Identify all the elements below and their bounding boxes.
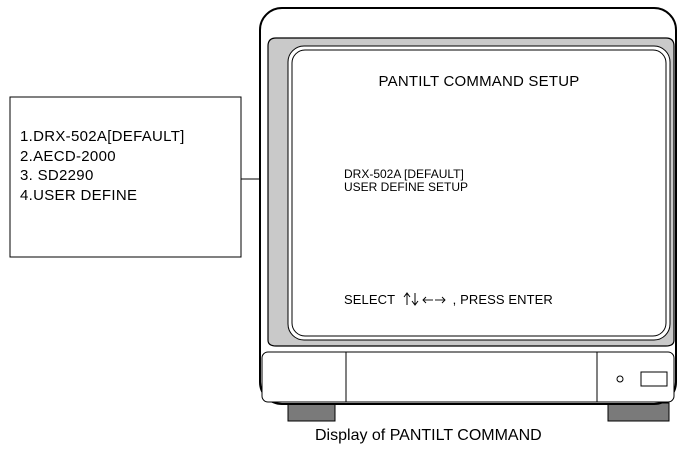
monitor-foot-right bbox=[607, 402, 670, 422]
option-item: 1.DRX-502A[DEFAULT] bbox=[20, 128, 185, 145]
arrow-right-icon bbox=[434, 296, 446, 304]
figure-caption: Display of PANTILT COMMAND bbox=[315, 427, 542, 444]
option-item: 3. SD2290 bbox=[20, 167, 94, 184]
footer-select-label: SELECT bbox=[344, 292, 395, 307]
power-indicator-icon bbox=[616, 375, 624, 383]
option-item: 4.USER DEFINE bbox=[20, 186, 138, 204]
arrow-up-icon bbox=[403, 292, 411, 305]
arrow-down-icon bbox=[411, 293, 419, 306]
arrow-left-icon bbox=[422, 296, 433, 304]
screen-title: PANTILT COMMAND SETUP bbox=[378, 73, 580, 90]
option-item: 2.AECD-2000 bbox=[20, 147, 116, 165]
screen-menu-line: DRX-502A [DEFAULT] bbox=[344, 167, 464, 181]
control-panel bbox=[261, 351, 675, 403]
monitor-foot-left bbox=[287, 402, 336, 422]
screen-footer: SELECT , PRESS ENTER bbox=[344, 291, 553, 307]
footer-press-enter-label: , PRESS ENTER bbox=[452, 292, 553, 307]
options-list: 1.DRX-502A[DEFAULT] 2.AECD-2000 3. SD229… bbox=[20, 127, 185, 205]
navigation-arrows-icon bbox=[403, 292, 446, 306]
power-button[interactable] bbox=[640, 371, 668, 387]
options-box bbox=[9, 96, 242, 258]
screen-area bbox=[291, 49, 667, 337]
screen-menu: DRX-502A [DEFAULT] USER DEFINE SETUP bbox=[344, 168, 468, 194]
screen-menu-line: USER DEFINE SETUP bbox=[344, 180, 469, 194]
